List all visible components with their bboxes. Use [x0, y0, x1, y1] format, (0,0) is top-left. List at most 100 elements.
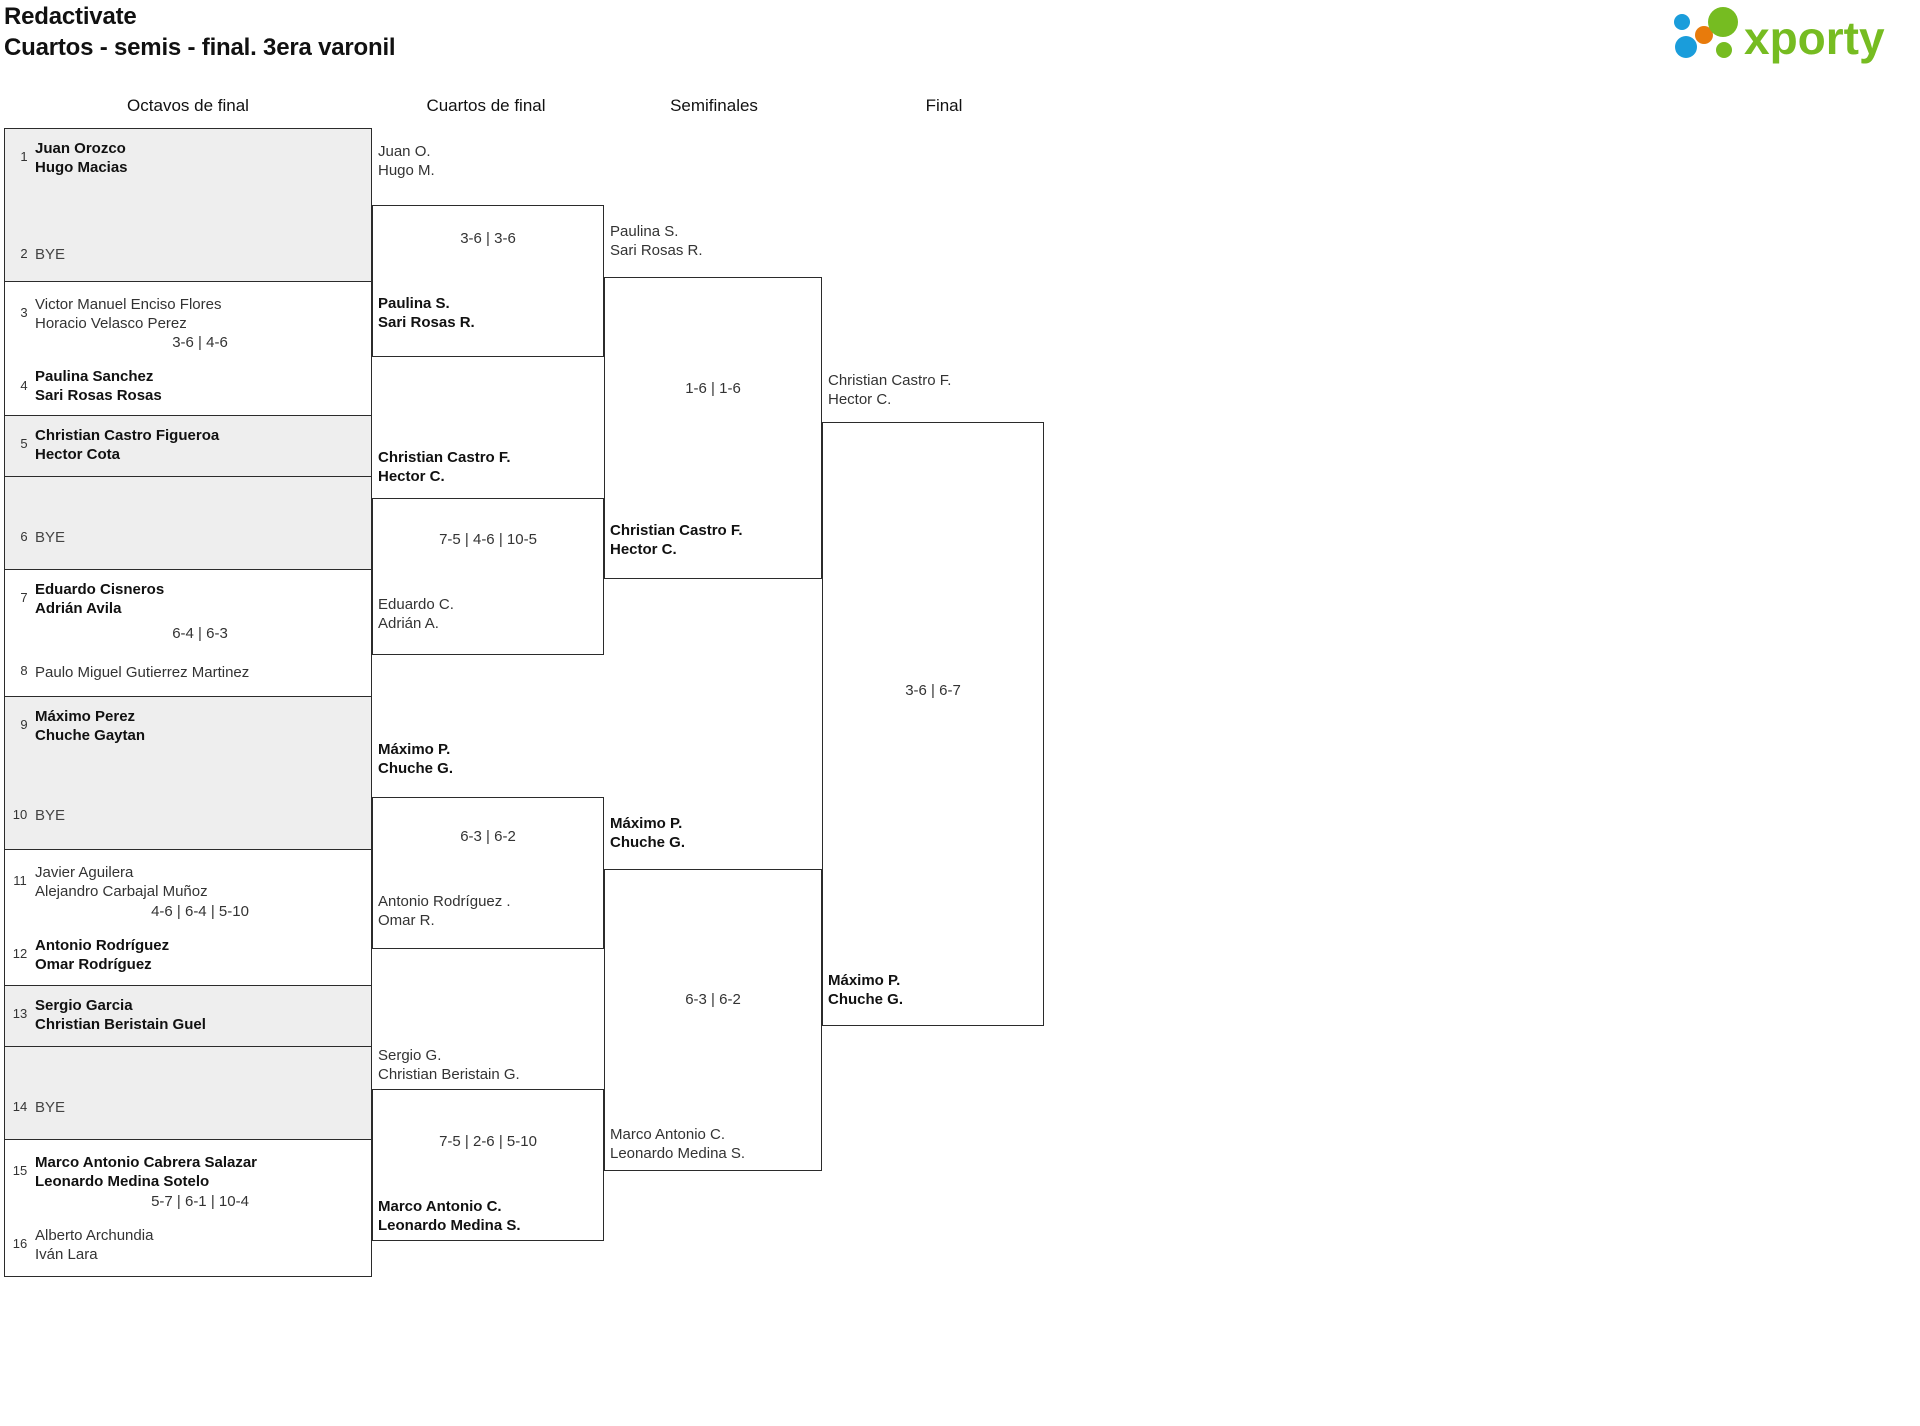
sf-match-1-box[interactable]: [604, 277, 822, 579]
seed-number: 16: [12, 1236, 28, 1251]
seed-number: 2: [20, 246, 28, 261]
round-heading-cuartos: Cuartos de final: [426, 96, 546, 115]
xporty-logo-svg: xporty: [1674, 7, 1885, 64]
qf3-bottom-players: Antonio Rodríguez . Omar R.: [378, 892, 511, 930]
player-name: Horacio Velasco Perez: [35, 315, 187, 332]
sf2-bottom-players: Marco Antonio C. Leonardo Medina S.: [610, 1125, 745, 1163]
r1-slot-12-names: Antonio Rodríguez Omar Rodríguez: [35, 936, 363, 974]
r1-pair-7-top[interactable]: 13 Sergio Garcia Christian Beristain Gue…: [4, 986, 372, 1047]
player-name: Sergio Garcia: [35, 997, 133, 1014]
player-name: Chuche G.: [828, 991, 904, 1008]
seed-number: 8: [20, 663, 28, 678]
r1-pair-3-top[interactable]: 5 Christian Castro Figueroa Hector Cota: [4, 416, 372, 477]
qf-match-3-box[interactable]: [372, 797, 604, 949]
qf2-score: 7-5 | 4-6 | 10-5: [439, 531, 537, 548]
player-name: Omar Rodríguez: [35, 956, 152, 973]
player-name: Christian Castro F.: [610, 522, 743, 539]
sf1-bottom-players: Christian Castro F. Hector C.: [610, 521, 743, 559]
player-name: Máximo P.: [610, 815, 683, 832]
qf3-score: 6-3 | 6-2: [460, 828, 516, 845]
seed-number: 14: [12, 1099, 28, 1114]
r1-slot-10-bye: BYE: [35, 807, 66, 824]
r1-pair-6[interactable]: 11 Javier Aguilera Alejandro Carbajal Mu…: [4, 850, 372, 986]
player-name: Marco Antonio C.: [610, 1126, 726, 1143]
sf2-score: 6-3 | 6-2: [685, 991, 741, 1008]
r1-slot-5-names: Christian Castro Figueroa Hector Cota: [35, 426, 363, 464]
player-name: Hector Cota: [35, 446, 121, 463]
player-name: Sergio G.: [378, 1047, 442, 1064]
player-name: Eduardo Cisneros: [35, 581, 165, 598]
r1-pair-1[interactable]: 1 Juan Orozco Hugo Macias 2 BYE: [4, 128, 372, 282]
r1-slot-6-bye: BYE: [35, 529, 66, 546]
player-name: Sari Rosas R.: [610, 242, 703, 259]
final-bottom-players: Máximo P. Chuche G.: [828, 971, 903, 1009]
r1-slot-7-names: Eduardo Cisneros Adrián Avila: [35, 580, 363, 618]
player-name: Javier Aguilera: [35, 864, 134, 881]
logo-dot-orange: [1695, 26, 1713, 44]
r1-pair-3-bottom[interactable]: 6 BYE: [4, 477, 372, 570]
player-name: Christian Beristain Guel: [35, 1016, 206, 1033]
player-name: Omar R.: [378, 912, 435, 929]
page-header: Redactivate Cuartos - semis - final. 3er…: [0, 0, 1920, 78]
player-name: Hugo M.: [378, 162, 435, 179]
qf1-top-players: Juan O. Hugo M.: [378, 142, 435, 180]
qf2-top-players: Christian Castro F. Hector C.: [378, 448, 511, 486]
player-name: Christian Castro F.: [378, 449, 511, 466]
qf-match-4-box[interactable]: [372, 1089, 604, 1241]
sf-match-2-box[interactable]: [604, 869, 822, 1171]
logo-dot-blue-2: [1675, 36, 1697, 58]
page-subtitle: Cuartos - semis - final. 3era varonil: [4, 34, 396, 61]
player-name: Leonardo Medina S.: [610, 1145, 746, 1162]
player-name: Iván Lara: [35, 1246, 98, 1263]
qf4-bottom-players: Marco Antonio C. Leonardo Medina S.: [378, 1197, 521, 1235]
player-name: Sari Rosas R.: [378, 314, 475, 331]
r1-pair-4[interactable]: 7 Eduardo Cisneros Adrián Avila 6-4 | 6-…: [4, 570, 372, 697]
player-name: Sari Rosas Rosas: [35, 387, 162, 404]
r1-slot-14-bye: BYE: [35, 1099, 66, 1116]
qf2-bottom-players: Eduardo C. Adrián A.: [378, 595, 454, 633]
r1-score-4: 6-4 | 6-3: [172, 625, 228, 642]
player-name: Paulina Sanchez: [35, 368, 154, 385]
player-name: Leonardo Medina S.: [378, 1217, 521, 1234]
player-name: Christian Beristain G.: [378, 1066, 520, 1083]
player-name: Juan O.: [378, 143, 431, 160]
qf4-top-players: Sergio G. Christian Beristain G.: [378, 1046, 520, 1084]
player-name: Alberto Archundia: [35, 1227, 154, 1244]
seed-number: 15: [12, 1163, 28, 1178]
qf-match-2-box[interactable]: [372, 498, 604, 655]
player-name: Marco Antonio C.: [378, 1198, 502, 1215]
r1-pair-5[interactable]: 9 Máximo Perez Chuche Gaytan 10 BYE: [4, 697, 372, 850]
final-score: 3-6 | 6-7: [905, 682, 961, 699]
r1-slot-16-names: Alberto Archundia Iván Lara: [35, 1226, 363, 1264]
player-name: Chuche G.: [378, 760, 454, 777]
sf2-top-players: Máximo P. Chuche G.: [610, 814, 685, 852]
r1-slot-15-names: Marco Antonio Cabrera Salazar Leonardo M…: [35, 1153, 363, 1191]
seed-number: 1: [20, 149, 28, 164]
seed-number: 6: [20, 529, 28, 544]
round-heading-octavos: Octavos de final: [127, 96, 249, 115]
r1-slot-11-names: Javier Aguilera Alejandro Carbajal Muñoz: [35, 863, 363, 901]
final-match-box[interactable]: [822, 422, 1044, 1026]
seed-number: 12: [12, 946, 28, 961]
player-name: Marco Antonio Cabrera Salazar: [35, 1154, 258, 1171]
seed-number: 4: [20, 378, 28, 393]
r1-pair-7-bottom[interactable]: 14 BYE: [4, 1047, 372, 1140]
r1-pair-8[interactable]: 15 Marco Antonio Cabrera Salazar Leonard…: [4, 1140, 372, 1277]
page-title: Redactivate: [4, 3, 137, 30]
r1-slot-9-names: Máximo Perez Chuche Gaytan: [35, 707, 363, 745]
r1-slot-8-names: Paulo Miguel Gutierrez Martinez: [35, 663, 363, 682]
r1-pair-2[interactable]: 3 Victor Manuel Enciso Flores Horacio Ve…: [4, 282, 372, 416]
seed-number: 7: [20, 590, 28, 605]
player-name: Victor Manuel Enciso Flores: [35, 296, 222, 313]
sf1-score: 1-6 | 1-6: [685, 380, 741, 397]
player-name: Eduardo C.: [378, 596, 454, 613]
qf-match-1-box[interactable]: [372, 205, 604, 357]
seed-number: 3: [20, 305, 28, 320]
sf1-top-players: Paulina S. Sari Rosas R.: [610, 222, 703, 260]
r1-slot-2-bye: BYE: [35, 246, 66, 263]
player-name: Adrián Avila: [35, 600, 122, 617]
r1-score-2: 3-6 | 4-6: [172, 334, 228, 351]
player-name: Juan Orozco: [35, 140, 126, 157]
player-name: Antonio Rodríguez .: [378, 893, 511, 910]
